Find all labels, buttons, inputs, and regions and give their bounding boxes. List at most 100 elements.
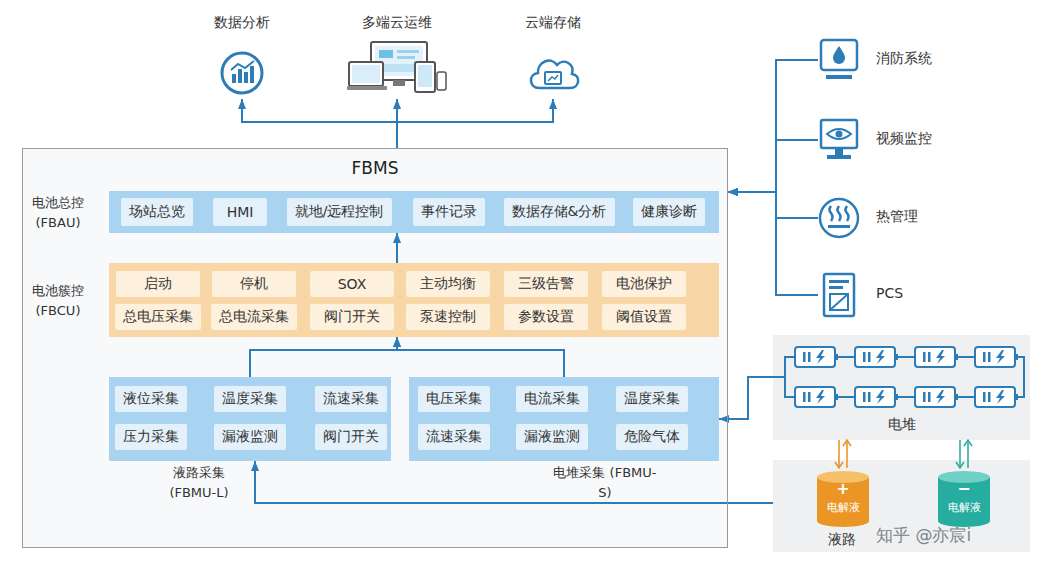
function-box: 三级告警: [504, 271, 588, 297]
tank-shape: [815, 470, 871, 528]
node-text: 流速采集: [323, 390, 379, 408]
connector-arrow: [728, 192, 818, 295]
system-frame: FBMS电池总控 (FBAU)场站总览HMI就地/远程控制事件记录数据存储&分析…: [22, 148, 728, 548]
node-text: 危险气体: [624, 428, 680, 446]
node-text: 温度采集: [222, 390, 278, 408]
acquisition-band: 电堆采集 (FBMU-S)电压采集电流采集温度采集流速采集漏液监测危险气体: [409, 377, 719, 461]
connector-arrow: [250, 337, 397, 377]
acquisition-band: 液路采集 (FBMU-L)液位采集温度采集流速采集压力采集漏液监测阀门开关: [109, 377, 391, 461]
function-box: 漏液监测: [214, 424, 286, 450]
function-box: 参数设置: [504, 304, 588, 330]
node-text: 健康诊断: [641, 203, 697, 221]
node-text: 云端存储: [511, 14, 595, 32]
node-text: 总电流采集: [219, 308, 289, 326]
function-box: 流速采集: [418, 424, 490, 450]
watermark: 知乎 @亦宸i: [876, 524, 971, 547]
node-text: 电流采集: [524, 390, 580, 408]
connector-arrow: [396, 233, 398, 263]
cloud-service: 多端云运维: [342, 14, 452, 98]
connector-arrow: [728, 60, 818, 192]
tank-shape: [936, 470, 992, 528]
connector-arrow: [397, 99, 553, 148]
node-text: 参数设置: [518, 308, 574, 326]
stack-panel: 电堆: [773, 335, 1030, 440]
control-band: 电池总控 (FBAU)场站总览HMI就地/远程控制事件记录数据存储&分析健康诊断: [109, 191, 719, 233]
function-box: 数据存储&分析: [504, 198, 615, 226]
node-text: 温度采集: [624, 390, 680, 408]
connector-arrow: [728, 192, 818, 218]
node-text: −: [936, 479, 992, 498]
function-box: 电压采集: [418, 386, 490, 412]
function-box: 停机: [212, 271, 296, 297]
node-text: 漏液监测: [524, 428, 580, 446]
function-box: 液位采集: [115, 386, 187, 412]
function-box: 电流采集: [516, 386, 588, 412]
node-text: 电堆: [773, 416, 1030, 434]
electrolyte-tank: + 电解液: [815, 470, 871, 528]
connector-arrow: [255, 461, 773, 503]
function-box: 事件记录: [413, 198, 485, 226]
function-box: 就地/远程控制: [287, 198, 392, 226]
node-text: FBMS: [23, 158, 727, 178]
node-text: 电池保护: [616, 275, 672, 293]
connector-arrow: [397, 337, 564, 377]
node-text: 漏液监测: [222, 428, 278, 446]
function-box: 阈值设置: [602, 304, 686, 330]
node-text: +: [815, 479, 871, 498]
node-text: 电压采集: [426, 390, 482, 408]
function-box: 电池保护: [602, 271, 686, 297]
function-box: 泵速控制: [406, 304, 490, 330]
node-text: 三级告警: [518, 275, 574, 293]
node-text: 电解液: [815, 500, 871, 515]
node-text: SOX: [338, 276, 367, 292]
function-box: 总电压采集: [115, 304, 201, 330]
external-system: 消防系统: [818, 37, 958, 83]
node-text: 电堆采集 (FBMU-S): [549, 463, 661, 502]
control-band: 电池簇控 (FBCU)启动停机SOX主动均衡三级告警电池保护总电压采集总电流采集…: [109, 263, 719, 337]
node-text: 主动均衡: [420, 275, 476, 293]
node-text: 液位采集: [123, 390, 179, 408]
fbms-fill: [22, 148, 728, 548]
node-text: 就地/远程控制: [295, 203, 384, 221]
node-text: HMI: [227, 204, 254, 220]
function-box: 阀门开关: [310, 304, 394, 330]
cloud-service: 云端存储: [511, 14, 595, 98]
node-text: 电解液: [936, 500, 992, 515]
external-system: PCS: [818, 272, 958, 318]
node-text: 总电压采集: [123, 308, 193, 326]
node-text: 热管理: [876, 208, 918, 226]
function-box: 启动: [116, 271, 200, 297]
function-box: HMI: [213, 198, 267, 226]
node-text: 流速采集: [426, 428, 482, 446]
node-text: 阀门开关: [323, 428, 379, 446]
flow-arrows: [773, 438, 1030, 478]
function-box: 主动均衡: [406, 271, 490, 297]
node-text: 电池簇控 (FBCU): [19, 281, 97, 320]
node-text: 泵速控制: [420, 308, 476, 326]
function-box: 场站总览: [121, 198, 193, 226]
node-text: 数据分析: [200, 14, 284, 32]
connector-arrow: [242, 99, 397, 148]
node-text: 压力采集: [123, 428, 179, 446]
node-text: 阈值设置: [616, 308, 672, 326]
node-text: 数据存储&分析: [512, 203, 607, 221]
function-box: SOX: [310, 271, 394, 297]
cloud-service: 数据分析: [200, 14, 284, 98]
function-box: 危险气体: [616, 424, 688, 450]
function-box: 流速采集: [315, 386, 387, 412]
function-box: 总电流采集: [211, 304, 297, 330]
function-box: 健康诊断: [633, 198, 705, 226]
node-text: 视频监控: [876, 130, 932, 148]
node-text: 液路采集 (FBMU-L): [149, 463, 249, 502]
node-text: 停机: [240, 275, 268, 293]
function-box: 压力采集: [115, 424, 187, 450]
node-text: PCS: [876, 285, 903, 301]
external-system: 热管理: [818, 195, 958, 241]
function-box: 温度采集: [616, 386, 688, 412]
node-text: 场站总览: [129, 203, 185, 221]
node-text: 启动: [144, 275, 172, 293]
function-box: 阀门开关: [315, 424, 387, 450]
node-text: 消防系统: [876, 50, 932, 68]
external-system: 视频监控: [818, 117, 958, 163]
